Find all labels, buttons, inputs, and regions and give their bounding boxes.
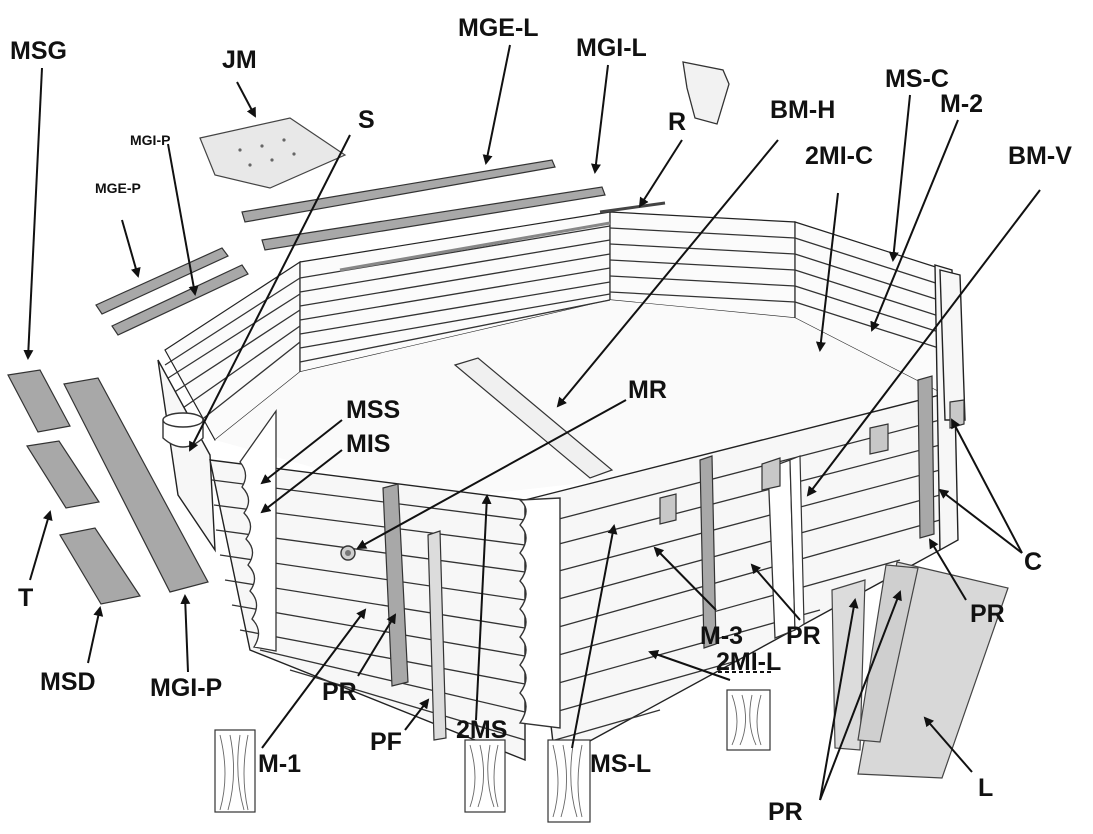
pr-board-1 [831, 579, 866, 751]
label-pr-right: PR [970, 600, 1005, 628]
label-mgi-l: MGI-L [576, 34, 647, 62]
label-m-3: M-3 [700, 622, 743, 650]
label-ms-l: MS-L [590, 750, 651, 778]
label-mge-l: MGE-L [458, 14, 539, 42]
label-2mi-c: 2MI-C [805, 142, 873, 170]
label-msd: MSD [40, 668, 96, 696]
mgi-p-rail-top [111, 264, 249, 336]
label-c: C [1024, 548, 1042, 576]
label-mgi-p-bottom: MGI-P [150, 674, 222, 702]
left-corner-logs [239, 408, 277, 652]
label-m-1: M-1 [258, 750, 301, 778]
c-bracket-3 [869, 423, 889, 455]
label-bm-v: BM-V [1008, 142, 1072, 170]
mge-l-rail [241, 159, 556, 223]
pr-board-2 [857, 564, 919, 743]
corner-log-post [518, 497, 561, 729]
label-r: R [668, 108, 686, 136]
t-tile-1 [7, 369, 71, 433]
leader-lines [23, 44, 1041, 801]
pool-floor [215, 300, 945, 500]
right-end-post-back [939, 269, 966, 421]
label-pr-bottom: PR [768, 798, 803, 826]
label-ms-c: MS-C [885, 65, 949, 93]
c-bracket-4 [949, 399, 965, 429]
pool-structure [157, 211, 966, 762]
label-mis: MIS [346, 430, 390, 458]
part-labels: MSG JM MGI-P MGE-P S MGE-L MGI-L R BM-H … [10, 14, 1072, 826]
label-mge-p: MGE-P [95, 180, 141, 196]
label-mr: MR [628, 376, 667, 404]
t-tile-2 [26, 440, 100, 509]
c-bracket-1 [659, 493, 677, 525]
label-mgi-p-top: MGI-P [130, 132, 170, 148]
label-s: S [358, 106, 375, 134]
label-t: T [18, 584, 33, 612]
t-tile-3 [59, 527, 141, 605]
skimmer-rim [162, 412, 204, 428]
label-l: L [978, 774, 993, 802]
label-jm: JM [222, 46, 257, 74]
label-pr-left: PR [322, 678, 357, 706]
wood-sample-m1 [214, 729, 256, 813]
wood-sample-msl [547, 739, 591, 823]
c-bracket-2 [761, 457, 781, 491]
pr-post-front-center [699, 455, 717, 649]
wood-grain-samples [214, 689, 771, 823]
label-pr-mid: PR [786, 622, 821, 650]
mgi-l-rail [261, 186, 606, 251]
pr-post-front-right [917, 375, 935, 539]
jm-plate [199, 117, 347, 189]
r-clip [682, 61, 730, 125]
r-rail-line [599, 201, 666, 214]
label-mss: MSS [346, 396, 400, 424]
label-pf: PF [370, 728, 402, 756]
pf-post [427, 530, 447, 741]
label-2mi-l: 2MI-L [716, 648, 781, 676]
wood-sample-2ms [464, 739, 506, 813]
loose-parts [7, 61, 1009, 779]
msd-board [63, 377, 209, 593]
label-m-2: M-2 [940, 90, 983, 118]
mge-p-rail [95, 247, 229, 315]
bm-h-beam [453, 357, 614, 479]
wood-sample-2mil [726, 689, 771, 751]
label-2ms: 2MS [456, 716, 507, 744]
label-msg: MSG [10, 37, 67, 65]
label-bm-h: BM-H [770, 96, 835, 124]
